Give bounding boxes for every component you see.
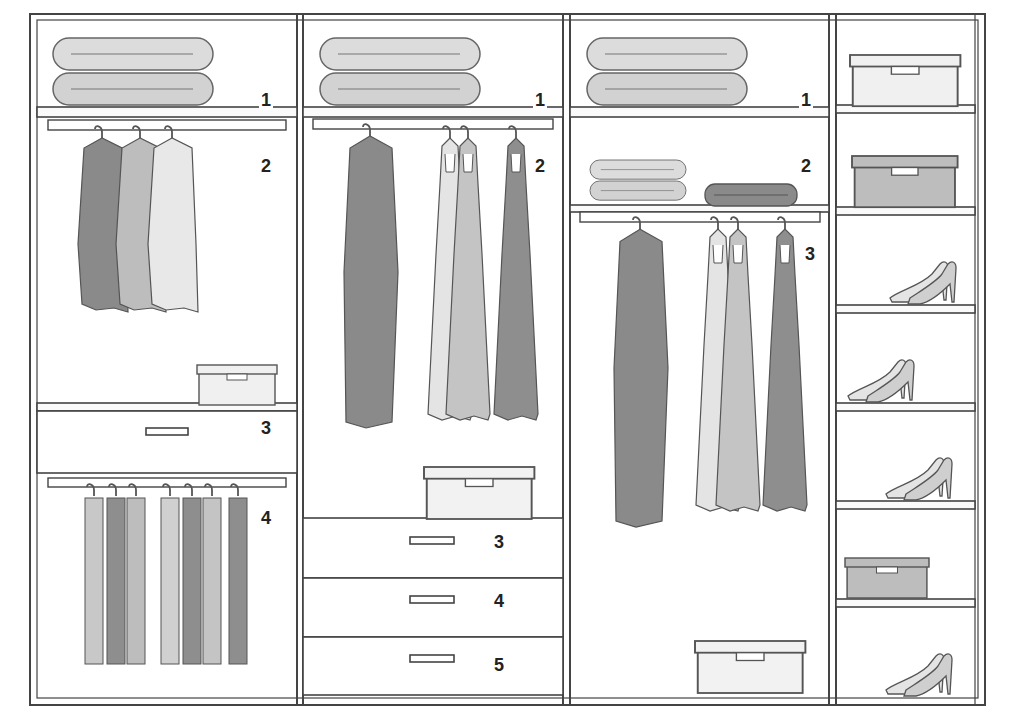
callout-number: 3: [492, 532, 506, 552]
callout-number: 1: [259, 90, 273, 110]
callout-number: 4: [259, 508, 273, 528]
callout-number: 4: [492, 591, 506, 611]
callout-number: 2: [799, 156, 813, 176]
callout-number: 3: [803, 244, 817, 264]
callout-number: 2: [533, 156, 547, 176]
callout-number: 1: [799, 90, 813, 110]
callout-number: 5: [492, 655, 506, 675]
callout-number: 2: [259, 156, 273, 176]
callout-number: 3: [259, 418, 273, 438]
callout-number: 1: [533, 90, 547, 110]
